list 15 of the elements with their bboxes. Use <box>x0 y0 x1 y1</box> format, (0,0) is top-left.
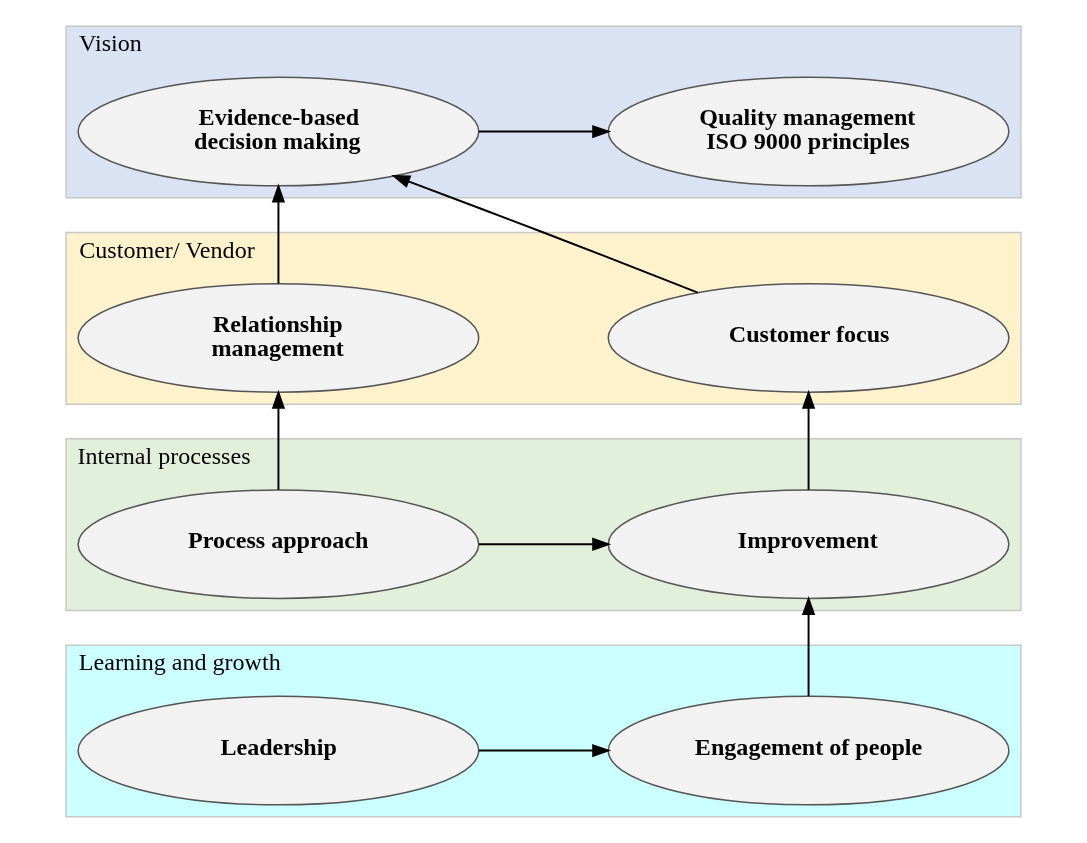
arrow <box>477 743 612 758</box>
arrow <box>271 389 286 491</box>
arrow <box>271 183 286 285</box>
arrow <box>801 596 816 698</box>
node-ellipse: Customer focus <box>607 282 1010 393</box>
node-ellipse: Process approach <box>77 489 480 600</box>
node-ellipse: Quality management ISO 9000 principles <box>607 76 1010 187</box>
node-ellipse: Relationship management <box>77 282 480 393</box>
node-ellipse: Engagement of people <box>607 695 1010 806</box>
arrow <box>477 124 612 139</box>
arrow <box>391 174 699 294</box>
arrow <box>477 537 612 551</box>
node-ellipse: Improvement <box>607 489 1010 600</box>
node-ellipse: Leadership <box>77 695 480 806</box>
arrow <box>801 389 816 491</box>
